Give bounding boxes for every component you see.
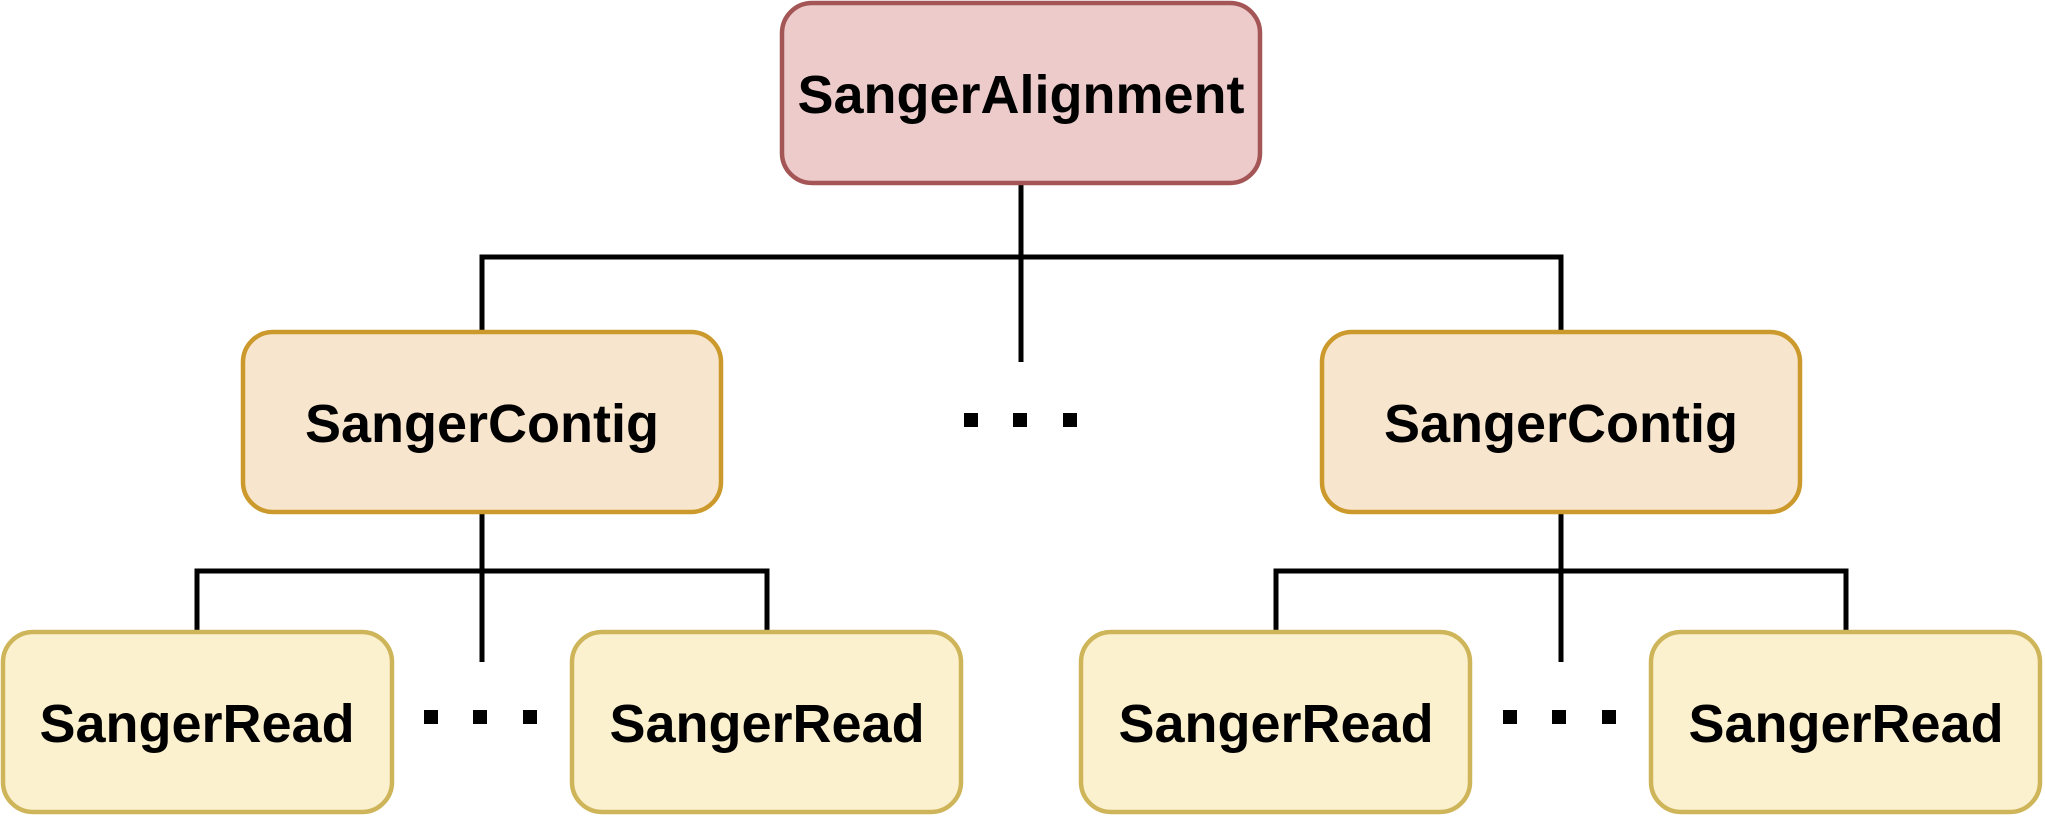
read-node-box — [569, 629, 964, 815]
right-reads-ellipsis — [1503, 710, 1616, 724]
contig-ellipsis — [964, 413, 1077, 427]
ellipsis-dot — [1013, 413, 1027, 427]
root-node-label: SangerAlignment — [797, 65, 1244, 125]
read-node-box — [1648, 629, 2043, 815]
ellipsis-dot — [523, 710, 537, 724]
read-node-label: SangerRead — [609, 694, 924, 754]
read-node-label: SangerRead — [1688, 694, 2003, 754]
root-connector-branch — [479, 254, 1564, 332]
left-reads-ellipsis — [424, 710, 537, 724]
ellipsis-dot — [964, 413, 978, 427]
right-contig-connector-branch — [1273, 568, 1849, 630]
ellipsis-dot — [473, 710, 487, 724]
contig-node-label: SangerContig — [305, 394, 659, 454]
read-node-label: SangerRead — [39, 694, 354, 754]
contig-node-box — [240, 329, 724, 515]
ellipsis-dot — [424, 710, 438, 724]
read-node-box — [0, 629, 395, 815]
left-contig-connector-branch — [194, 568, 770, 630]
read-node: SangerRead — [0, 629, 395, 815]
ellipsis-dot — [1602, 710, 1616, 724]
read-node: SangerRead — [1648, 629, 2043, 815]
contig-node-box — [1319, 329, 1803, 515]
read-node: SangerRead — [1078, 629, 1473, 815]
contig-node-label: SangerContig — [1384, 394, 1738, 454]
root-node: SangerAlignment — [779, 0, 1263, 186]
read-node-box — [1078, 629, 1473, 815]
ellipsis-dot — [1503, 710, 1517, 724]
read-node: SangerRead — [569, 629, 964, 815]
contig-node-right: SangerContig — [1319, 329, 1803, 515]
read-node-label: SangerRead — [1118, 694, 1433, 754]
ellipsis-dot — [1063, 413, 1077, 427]
ellipsis-dot — [1552, 710, 1566, 724]
contig-node-left: SangerContig — [240, 329, 724, 515]
root-node-box — [779, 0, 1263, 186]
connectors — [194, 185, 1849, 662]
